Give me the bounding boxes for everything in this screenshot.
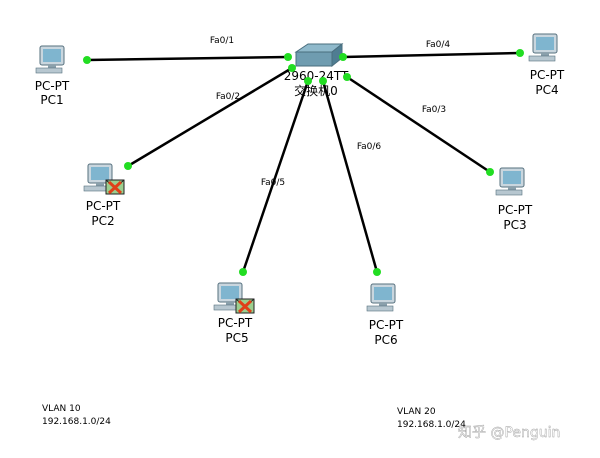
link-pc4[interactable] [342,51,521,59]
port-label: Fa0/4 [426,40,451,50]
link-pc5[interactable] [241,80,310,273]
switch-icon[interactable] [294,42,344,68]
link-status-dot [304,77,312,85]
link-status-dot [288,64,296,72]
link-status-dot [83,56,91,64]
link-status-dot [516,49,524,57]
link-status-dot [319,77,327,85]
failed-pdu-envelope-icon[interactable] [234,297,256,315]
port-label: Fa0/3 [422,105,446,115]
link-status-dot [124,162,132,170]
pc-icon [35,45,65,74]
pc-name-label: PC5 [225,331,248,345]
pc-name-label: PC3 [503,218,526,232]
vlan10-label: VLAN 10 [42,404,81,414]
pc-icon [495,167,525,196]
pc-type-label: PC-PT [86,199,121,213]
switch-model-label: 2960-24TT [284,69,349,83]
link-pc6[interactable] [321,80,379,273]
pc-name-label: PC2 [91,214,114,228]
pc-name-label: PC6 [374,333,397,347]
pc-type-label: PC-PT [369,318,404,332]
watermark: 知乎 @Penguin [458,424,560,441]
link-status-dot [486,168,494,176]
port-label: Fa0/1 [210,36,234,46]
pc-type-label: PC-PT [35,79,70,93]
link-status-dot [284,53,292,61]
switch-name-label: 交换机0 [294,83,338,98]
vlan20-label: VLAN 20 [397,407,436,417]
pc-type-label: PC-PT [530,68,565,82]
pc-icon [366,283,396,312]
port-label: Fa0/2 [216,92,240,102]
port-label: Fa0/5 [261,178,285,188]
link-pc1[interactable] [86,55,289,62]
link-status-dot [343,73,351,81]
link-pc3[interactable] [346,75,491,174]
pc-name-label: PC4 [535,83,558,97]
port-label: Fa0/6 [357,142,382,152]
link-status-dot [339,53,347,61]
pc-type-label: PC-PT [218,316,253,330]
vlan10-subnet: 192.168.1.0/24 [42,417,111,427]
vlan20-subnet: 192.168.1.0/24 [397,420,466,430]
pc-type-label: PC-PT [498,203,533,217]
pc-icon [528,33,558,62]
link-pc2[interactable] [127,66,293,168]
failed-pdu-envelope-icon[interactable] [104,178,126,196]
link-status-dot [239,268,247,276]
pc-name-label: PC1 [40,93,63,107]
link-status-dot [373,268,381,276]
